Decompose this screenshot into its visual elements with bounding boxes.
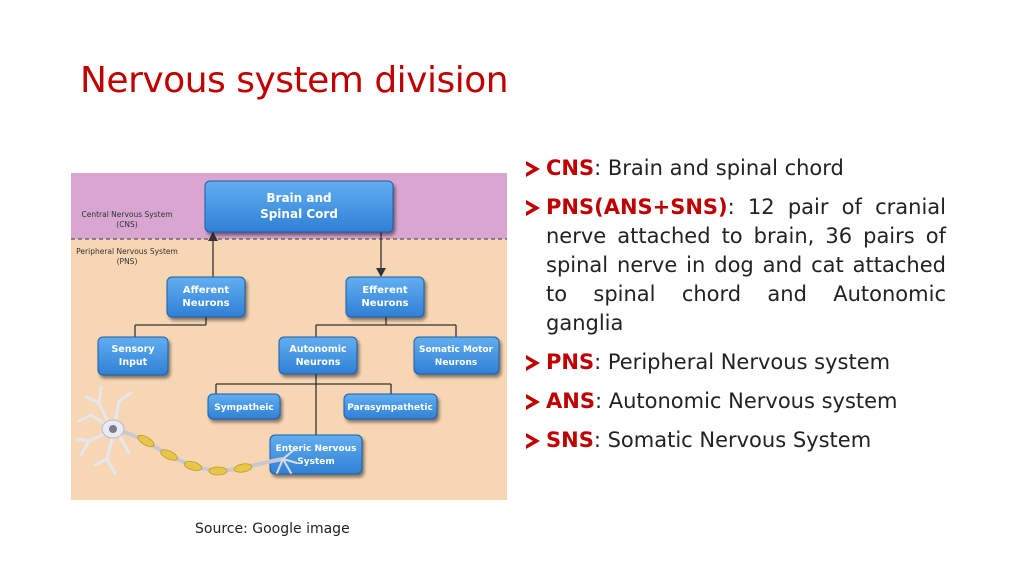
svg-text:Spinal Cord: Spinal Cord bbox=[260, 207, 338, 221]
box-brain-spinal-cord: Brain and Spinal Cord bbox=[204, 180, 394, 233]
box-enteric-nervous-system: Enteric Nervous System bbox=[269, 434, 363, 475]
svg-text:System: System bbox=[297, 457, 335, 467]
bullet-item-cns: CNS: Brain and spinal chord bbox=[526, 154, 946, 183]
svg-text:Input: Input bbox=[119, 357, 148, 368]
svg-text:Somatic Motor: Somatic Motor bbox=[419, 345, 494, 355]
svg-text:Neurons: Neurons bbox=[182, 298, 229, 309]
svg-text:Neurons: Neurons bbox=[435, 358, 477, 368]
bullet-term: ANS bbox=[546, 389, 595, 413]
cns-label-line2: (CNS) bbox=[116, 220, 138, 229]
box-sensory-input: Sensory Input bbox=[97, 336, 169, 376]
svg-text:Neurons: Neurons bbox=[361, 298, 408, 309]
connector-lines bbox=[134, 232, 457, 435]
arrow-down-to-efferent bbox=[376, 268, 386, 277]
svg-text:Neurons: Neurons bbox=[296, 357, 341, 368]
svg-text:Enteric Nervous: Enteric Nervous bbox=[276, 444, 357, 454]
svg-text:Parasympathetic: Parasympathetic bbox=[347, 403, 433, 413]
bullet-text: : Peripheral Nervous system bbox=[594, 350, 891, 374]
arrow-bullet-icon bbox=[526, 433, 540, 449]
bullet-text: : Autonomic Nervous system bbox=[594, 389, 898, 413]
arrow-bullet-icon bbox=[526, 394, 540, 410]
bullet-term: PNS(ANS+SNS) bbox=[546, 195, 728, 219]
svg-text:Autonomic: Autonomic bbox=[289, 344, 346, 355]
nervous-system-diagram: Central Nervous System (CNS) Peripheral … bbox=[71, 173, 507, 500]
svg-text:Afferent: Afferent bbox=[183, 285, 229, 296]
arrow-bullet-icon bbox=[526, 200, 540, 216]
box-efferent-neurons: Efferent Neurons bbox=[345, 276, 425, 318]
bullet-item-pns-ans-sns: PNS(ANS+SNS): 12 pair of cranial nerve a… bbox=[526, 193, 946, 338]
image-source-caption: Source: Google image bbox=[195, 521, 350, 537]
bullet-term: PNS bbox=[546, 350, 595, 374]
bullet-item-sns: SNS: Somatic Nervous System bbox=[526, 426, 946, 455]
arrow-bullet-icon bbox=[526, 161, 540, 177]
bullet-text: : 12 pair of cranial nerve attached to b… bbox=[546, 195, 946, 335]
box-sympathetic: Sympatheic bbox=[207, 393, 281, 420]
cns-label-line1: Central Nervous System bbox=[81, 210, 172, 219]
svg-text:Sympatheic: Sympatheic bbox=[214, 403, 273, 413]
neuron-illustration bbox=[75, 385, 298, 476]
slide-title: Nervous system division bbox=[80, 60, 509, 101]
box-parasympathetic: Parasympathetic bbox=[343, 393, 438, 420]
box-afferent-neurons: Afferent Neurons bbox=[166, 276, 246, 318]
box-autonomic-neurons: Autonomic Neurons bbox=[278, 336, 358, 375]
arrow-up-to-cns bbox=[208, 232, 218, 241]
bullet-term: CNS bbox=[546, 156, 595, 180]
svg-text:Brain and: Brain and bbox=[266, 191, 331, 205]
bullet-text: : Brain and spinal chord bbox=[594, 156, 844, 180]
svg-text:Sensory: Sensory bbox=[111, 344, 155, 355]
box-somatic-motor-neurons: Somatic Motor Neurons bbox=[413, 336, 500, 375]
bullet-text: : Somatic Nervous System bbox=[593, 428, 872, 452]
bullet-item-pns: PNS: Peripheral Nervous system bbox=[526, 348, 946, 377]
pns-label-line1: Peripheral Nervous System bbox=[76, 247, 178, 256]
arrow-bullet-icon bbox=[526, 355, 540, 371]
bullet-term: SNS bbox=[546, 428, 594, 452]
bullet-list: CNS: Brain and spinal chord PNS(ANS+SNS)… bbox=[526, 154, 946, 465]
svg-text:Efferent: Efferent bbox=[362, 285, 408, 296]
bullet-item-ans: ANS: Autonomic Nervous system bbox=[526, 387, 946, 416]
pns-label-line2: (PNS) bbox=[117, 257, 138, 266]
